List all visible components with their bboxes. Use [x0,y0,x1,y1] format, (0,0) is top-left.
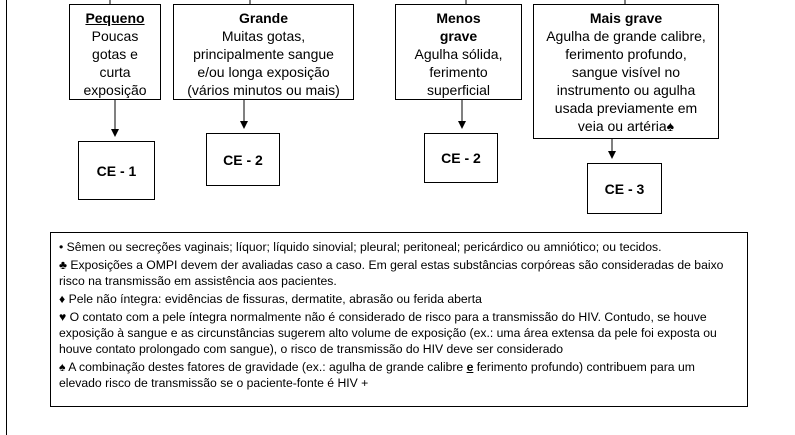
footnotes-box: • Sêmen ou secreções vaginais; líquor; l… [50,232,748,407]
page-left-rule [6,0,7,435]
ce-box-1-label: CE - 1 [96,162,137,179]
box-mais-grave-line: sangue visível no [571,64,681,80]
box-pequeno: Pequeno Poucas gotas e curta exposição [69,4,161,100]
box-mais-grave-line: usada previamente em [554,100,698,116]
box-grande-line: Muitas gotas, [221,28,306,44]
box-pequeno-title: Pequeno [85,10,145,26]
box-pequeno-line: curta [99,64,131,80]
box-mais-grave-line: veia ou artéria♠ [577,118,675,134]
footnote-spade-emphasis: e [466,360,474,374]
box-grande: Grande Muitas gotas, principalmente sang… [173,4,354,100]
box-mais-grave-line: instrumento ou agulha [556,82,696,98]
ce-box-2-menos-grave: CE - 2 [424,133,498,183]
footnote-diamond: ♦ Pele não íntegra: evidências de fissur… [59,292,482,306]
box-menos-grave-title: Menos grave [436,10,481,44]
ce-box-2-grande: CE - 2 [206,133,280,186]
box-grande-line: principalmente sangue [193,46,334,62]
box-mais-grave: Mais grave Agulha de grande calibre, fer… [533,4,719,139]
box-grande-line: e/ou longa exposição [197,64,330,80]
footnote-bullet: • Sêmen ou secreções vaginais; líquor; l… [59,240,662,254]
footnote-spade-text-b: ferimento profundo) contribuem para um e… [59,360,695,390]
box-pequeno-line: Poucas [91,28,139,44]
ce-box-1: CE - 1 [78,141,155,200]
box-menos-grave-line: ferimento [429,64,488,80]
ce-box-2-grande-label: CE - 2 [223,151,263,168]
box-pequeno-line: exposição [83,82,147,98]
footnote-club: ♣ Exposições a OMPI devem der avaliadas … [59,258,724,288]
box-menos-grave-line: superficial [426,82,491,98]
ce-box-3: CE - 3 [587,163,662,214]
box-mais-grave-line: Agulha de grande calibre, [546,28,706,44]
box-menos-grave-line: Agulha sólida, [414,46,503,62]
box-pequeno-line: gotas e [92,46,138,62]
ce-box-3-label: CE - 3 [604,180,645,197]
box-mais-grave-title: Mais grave [589,10,663,26]
box-grande-title: Grande [238,10,288,26]
footnote-spade-text-a: ♠ A combinação destes fatores de gravida… [59,360,467,374]
box-menos-grave: Menos grave Agulha sólida, ferimento sup… [395,4,522,100]
footnote-heart: ♥ O contato com a pele íntegra normalmen… [59,310,717,356]
footnote-spade: ♠ A combinação destes fatores de gravida… [59,359,739,391]
ce-box-2-menos-grave-label: CE - 2 [441,150,481,166]
box-grande-line: (vários minutos ou mais) [187,82,340,98]
box-mais-grave-line: ferimento profundo, [565,46,687,62]
